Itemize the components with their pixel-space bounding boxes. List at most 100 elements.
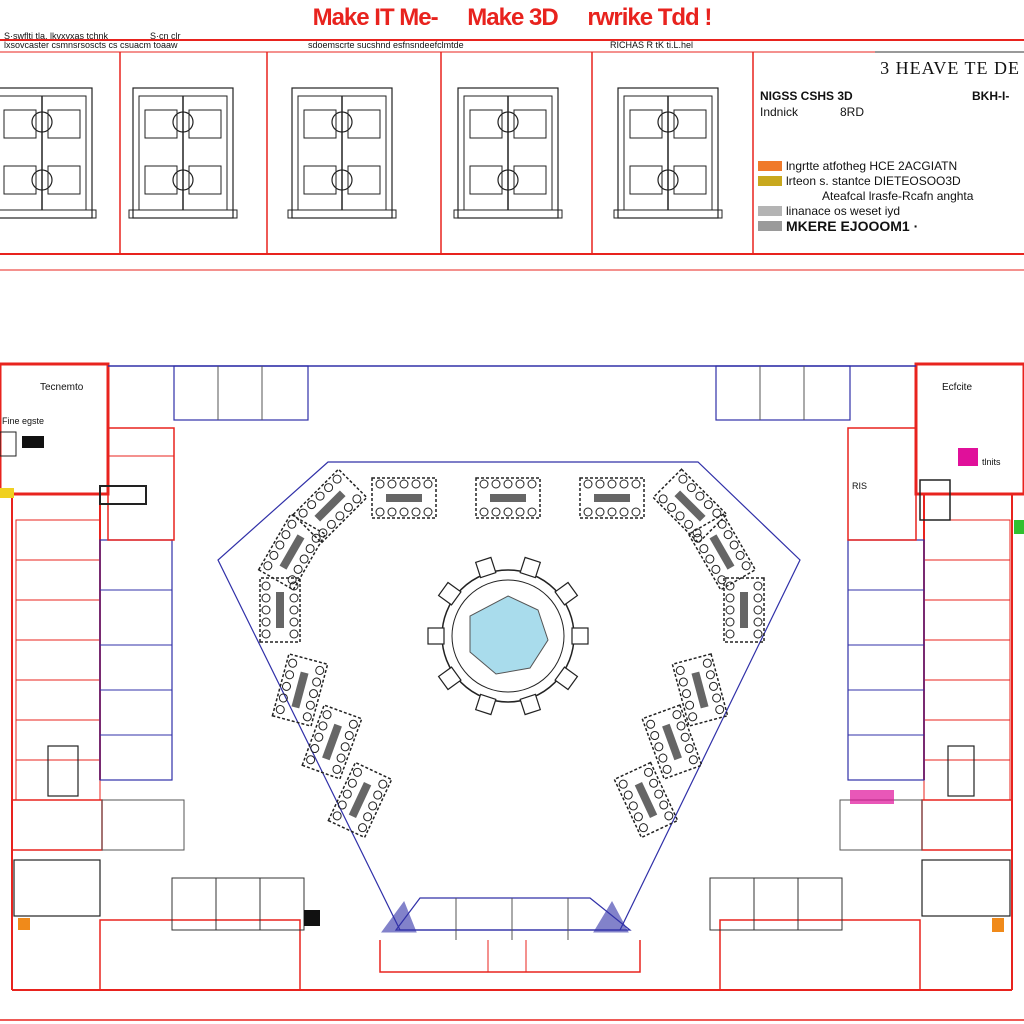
cluster-chair — [688, 755, 698, 765]
cluster-chair — [352, 767, 362, 777]
cluster-table — [276, 592, 284, 628]
module-booth — [513, 109, 547, 139]
cluster-chair — [644, 767, 654, 777]
left-room-cell — [15, 559, 101, 601]
cluster-chair — [399, 507, 409, 517]
ring-chair — [519, 693, 542, 716]
title-part-1: Make IT Me- — [312, 4, 439, 31]
cluster-chair — [261, 629, 271, 639]
seating-cluster — [687, 513, 757, 591]
cluster-chair — [479, 507, 489, 517]
legend-label-5: MKERE EJOOOM1 · — [786, 217, 919, 234]
cluster-chair — [623, 790, 633, 800]
cluster-chair — [688, 712, 698, 722]
module-table — [31, 169, 53, 191]
module-table — [331, 111, 353, 133]
legend-swatch-4 — [758, 205, 782, 216]
legend-swatch-2 — [758, 175, 782, 186]
legend-item-3: Ateafcal lrasfe-Rcafn anghta — [758, 188, 1024, 203]
cluster-chair — [654, 742, 664, 752]
cluster-chair — [261, 581, 271, 591]
cluster-chair — [717, 575, 727, 585]
cluster-chair — [678, 677, 688, 687]
cluster-chair — [667, 502, 677, 512]
cluster-chair — [725, 593, 735, 603]
cluster-chair — [336, 753, 346, 763]
seating-cluster — [475, 477, 541, 519]
cluster-chair — [293, 564, 303, 574]
cluster-chair — [753, 629, 763, 639]
cluster-chair — [307, 500, 317, 510]
module-base — [453, 209, 563, 219]
cluster-chair — [299, 554, 309, 564]
central-pool-feature — [427, 556, 589, 716]
cluster-chair — [289, 617, 299, 627]
cluster-chair — [659, 800, 669, 810]
cluster-chair — [705, 670, 715, 680]
cluster-chair — [318, 721, 328, 731]
cluster-chair — [631, 507, 641, 517]
cluster-table — [634, 781, 658, 819]
legend-label-3: Ateafcal lrasfe-Rcafn anghta — [822, 188, 974, 203]
module-booth — [47, 109, 81, 139]
title-part-3: rwrike Tdd ! — [587, 4, 712, 31]
cluster-chair — [332, 474, 342, 484]
cluster-chair — [503, 479, 513, 489]
cluster-chair — [735, 550, 745, 560]
right-room-cell — [923, 639, 1011, 681]
room-label-left-note: Fine egste — [2, 416, 45, 426]
right-room-cell — [923, 719, 1011, 761]
cluster-chair — [315, 491, 325, 501]
ring-chair — [474, 693, 497, 716]
seating-cluster — [271, 652, 329, 728]
cluster-chair — [275, 705, 285, 715]
legend-item-1: lngrtte atfotheg HCE 2ACGIATN — [758, 158, 1024, 173]
cluster-chair — [289, 605, 299, 615]
cluster-chair — [309, 689, 319, 699]
cluster-outline — [271, 652, 329, 728]
module-booth — [673, 165, 707, 195]
module-booth — [3, 109, 37, 139]
cluster-chair — [263, 561, 273, 571]
cluster-chair — [368, 801, 378, 811]
cluster-chair — [607, 479, 617, 489]
cluster-chair — [711, 564, 721, 574]
cluster-chair — [287, 575, 297, 585]
module-booth — [513, 165, 547, 195]
module-booth — [144, 165, 178, 195]
module-base — [128, 209, 238, 219]
module-booth — [347, 109, 381, 139]
cluster-chair — [352, 494, 362, 504]
cluster-chair — [607, 507, 617, 517]
module-booth — [469, 165, 503, 195]
right-room-cell — [923, 559, 1011, 601]
cluster-chair — [348, 719, 358, 729]
cluster-chair — [753, 605, 763, 615]
title-block-strip: S·swflti tla, lkvxyxas tchnk lxsovcaster… — [0, 31, 1024, 51]
left-room-cell — [15, 599, 101, 641]
cluster-chair — [527, 479, 537, 489]
cluster-chair — [387, 479, 397, 489]
left-room-cell — [15, 759, 101, 801]
sheet-title: Make IT Me- Make 3D rwrike Tdd ! — [0, 4, 1024, 32]
seating-cluster — [613, 761, 679, 839]
cluster-chair — [375, 507, 385, 517]
seating-cluster — [652, 468, 728, 544]
strip-text-mid: sdoemscrte sucshnd esfnsndeefclmtde — [308, 40, 464, 50]
module-inner — [0, 95, 87, 211]
cluster-chair — [326, 519, 336, 529]
module-booth — [188, 165, 222, 195]
left-room-cell — [15, 679, 101, 721]
cluster-chair — [638, 823, 648, 833]
cluster-chair — [261, 605, 271, 615]
cluster-chair — [684, 743, 694, 753]
cluster-chair — [595, 479, 605, 489]
cluster-chair — [725, 581, 735, 591]
cluster-chair — [491, 507, 501, 517]
cluster-chair — [373, 790, 383, 800]
left-wing-rooms — [0, 365, 309, 991]
left-room-cell — [15, 639, 101, 681]
cluster-outline — [257, 513, 327, 591]
strip-text-right: RICHAS R tK ti.L.hel — [610, 40, 694, 50]
